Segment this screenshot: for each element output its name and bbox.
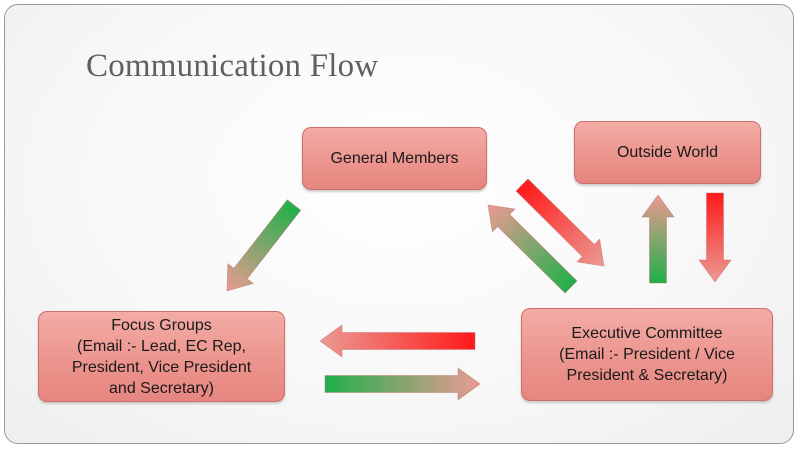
executive-committee-line-2: (Email :- President / Vice (559, 346, 735, 363)
focus-groups-line-4: and Secretary) (109, 379, 214, 397)
node-executive-committee: Executive Committee (Email :- President … (521, 308, 773, 401)
focus-groups-line-3: President, Vice President (71, 358, 252, 376)
arrow-executive-committee-to-focus-groups (319, 324, 476, 358)
arrow-executive-committee-to-general-members (487, 204, 578, 294)
arrow-focus-groups-to-executive-committee (324, 367, 481, 401)
focus-groups-line-1: Focus Groups (111, 316, 212, 334)
arrow-general-members-to-focus-groups (226, 199, 302, 292)
node-focus-groups: Focus Groups (Email :- Lead, EC Rep, Pre… (38, 311, 285, 402)
node-outside-world: Outside World (574, 121, 761, 184)
arrow-general-members-to-executive-committee (515, 178, 605, 267)
node-outside-world-label: Outside World (616, 144, 719, 161)
executive-committee-line-3: President & Secretary) (566, 367, 728, 384)
node-general-members-label: General Members (330, 150, 459, 167)
arrow-outside-world-to-executive-committee (698, 192, 732, 283)
node-general-members: General Members (302, 127, 487, 190)
focus-groups-line-2: (Email :- Lead, EC Rep, (77, 337, 246, 355)
arrow-executive-committee-to-outside-world (641, 194, 675, 284)
executive-committee-line-1: Executive Committee (571, 325, 723, 342)
page-title: Communication Flow (86, 48, 379, 84)
